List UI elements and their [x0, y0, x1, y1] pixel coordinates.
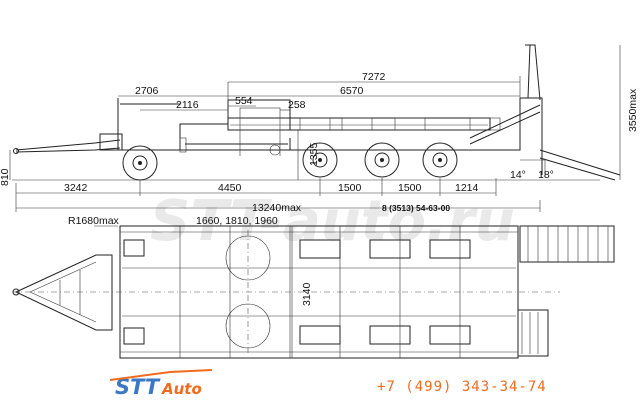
top-view: 3140 1660, 1810, 1960 R1680max	[12, 215, 615, 359]
dim-1500-b: 1500	[398, 182, 422, 194]
dim-554: 554	[235, 95, 253, 107]
wheel-front	[122, 145, 158, 181]
dim-258: 258	[288, 99, 306, 111]
angle-18: 18°	[538, 169, 554, 181]
dim-4450: 4450	[218, 182, 242, 194]
dim-3242: 3242	[64, 182, 88, 194]
wheel-rear-2	[364, 142, 400, 178]
dim-2116: 2116	[176, 99, 199, 111]
turn-radius: R1680max	[68, 215, 120, 227]
logo-sub: Auto	[161, 380, 202, 398]
dim-7272: 7272	[362, 71, 386, 83]
width-options: 1660, 1810, 1960	[196, 215, 278, 227]
dim-6570: 6570	[340, 85, 364, 97]
dim-1500-a: 1500	[338, 182, 362, 194]
angle-14: 14°	[510, 169, 526, 181]
dim-2706: 2706	[135, 85, 159, 97]
logo: STT Auto	[109, 369, 213, 399]
phone-number: +7 (499) 343-34-74	[377, 379, 547, 395]
dim-1214: 1214	[455, 182, 479, 194]
dim-3140: 3140	[301, 282, 313, 306]
side-dimensions: 7272 6570 2706 2116 554 258 3550max 1355…	[0, 45, 639, 214]
dim-3550max: 3550max	[627, 88, 639, 132]
dim-1355: 1355	[308, 142, 320, 166]
dim-13240max: 13240max	[252, 202, 302, 214]
wheel-rear-3	[422, 142, 458, 178]
wheel-rear-1	[302, 142, 338, 178]
model-number: 8 (3513) 54-63-00	[382, 203, 450, 213]
side-view	[12, 44, 621, 181]
watermark: STT-auto.ru	[150, 189, 515, 254]
dim-810: 810	[0, 168, 11, 186]
